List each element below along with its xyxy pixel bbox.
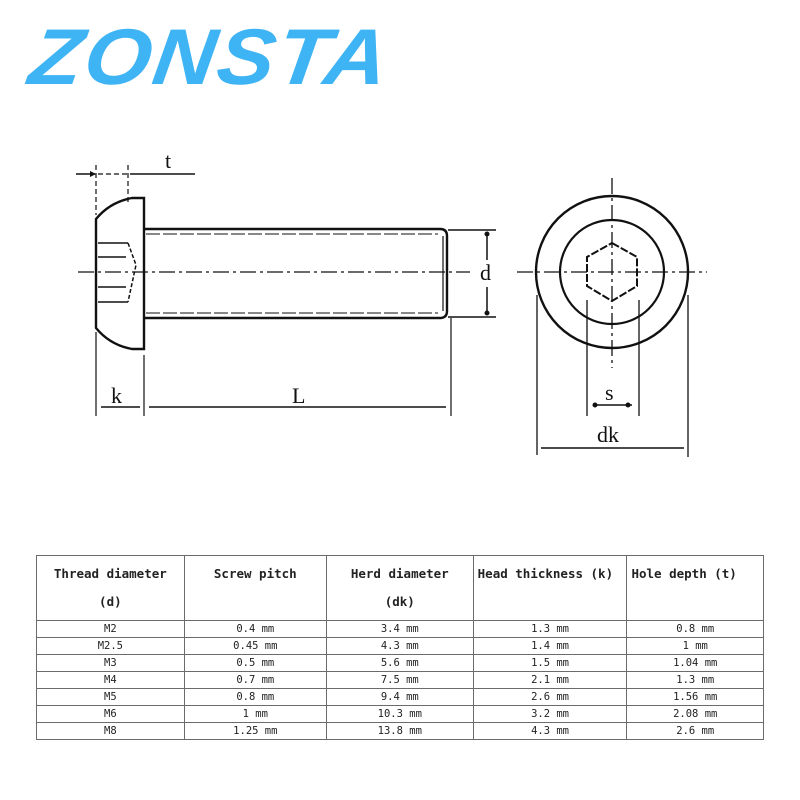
- cell-thread: M6: [36, 705, 185, 723]
- brand-logo: ZONSTA: [24, 13, 396, 102]
- end-view: [517, 178, 707, 457]
- cell-pitch: 0.7 mm: [183, 671, 327, 689]
- cell-pitch: 0.45 mm: [183, 637, 327, 655]
- cell-thread: M2: [36, 620, 185, 638]
- label-dk: dk: [597, 422, 619, 447]
- table-row: M4 0.7 mm 7.5 mm 2.1 mm 1.3 mm: [36, 671, 764, 689]
- cell-thread: M2.5: [36, 637, 185, 655]
- cell-head-diameter: 3.4 mm: [325, 620, 474, 638]
- table-row: M2.5 0.45 mm 4.3 mm 1.4 mm 1 mm: [36, 637, 764, 655]
- cell-hole-depth: 1.56 mm: [626, 688, 764, 706]
- table-row: M3 0.5 mm 5.6 mm 1.5 mm 1.04 mm: [36, 654, 764, 672]
- label-t: t: [165, 148, 171, 173]
- cell-head-thickness: 1.5 mm: [472, 654, 628, 672]
- cell-head-thickness: 2.6 mm: [472, 688, 628, 706]
- cell-hole-depth: 2.08 mm: [626, 705, 764, 723]
- screw-spec-table: Thread diameter(d) Screw pitch Herd diam…: [36, 555, 764, 740]
- label-s: s: [605, 380, 614, 405]
- screw-dimension-diagram: t d k L s dk: [76, 148, 707, 457]
- cell-thread: M5: [36, 688, 185, 706]
- table-row: M5 0.8 mm 9.4 mm 2.6 mm 1.56 mm: [36, 688, 764, 706]
- cell-thread: M4: [36, 671, 185, 689]
- header-screw-pitch: Screw pitch: [183, 555, 327, 621]
- cell-head-diameter: 7.5 mm: [325, 671, 474, 689]
- label-d: d: [480, 260, 491, 285]
- cell-pitch: 0.5 mm: [183, 654, 327, 672]
- header-head-diameter: Herd diameter(dk): [325, 555, 474, 621]
- cell-head-diameter: 10.3 mm: [325, 705, 474, 723]
- side-view-labels: t d k L: [111, 148, 491, 408]
- cell-head-diameter: 9.4 mm: [325, 688, 474, 706]
- cell-thread: M8: [36, 722, 185, 740]
- cell-hole-depth: 1.3 mm: [626, 671, 764, 689]
- cell-pitch: 0.4 mm: [183, 620, 327, 638]
- label-k: k: [111, 383, 122, 408]
- cell-hole-depth: 2.6 mm: [626, 722, 764, 740]
- cell-hole-depth: 0.8 mm: [626, 620, 764, 638]
- cell-head-thickness: 2.1 mm: [472, 671, 628, 689]
- cell-pitch: 1.25 mm: [183, 722, 327, 740]
- cell-head-diameter: 4.3 mm: [325, 637, 474, 655]
- technical-drawing: t d k L s dk: [0, 130, 800, 480]
- cell-head-diameter: 5.6 mm: [325, 654, 474, 672]
- header-head-thickness: Head thickness (k): [472, 555, 628, 621]
- header-thread-diameter: Thread diameter(d): [36, 555, 185, 621]
- cell-head-thickness: 1.3 mm: [472, 620, 628, 638]
- cell-thread: M3: [36, 654, 185, 672]
- table-row: M6 1 mm 10.3 mm 3.2 mm 2.08 mm: [36, 705, 764, 723]
- cell-pitch: 0.8 mm: [183, 688, 327, 706]
- cell-hole-depth: 1.04 mm: [626, 654, 764, 672]
- table-row: M8 1.25 mm 13.8 mm 4.3 mm 2.6 mm: [36, 722, 764, 740]
- cell-head-thickness: 3.2 mm: [472, 705, 628, 723]
- cell-hole-depth: 1 mm: [626, 637, 764, 655]
- cell-head-thickness: 4.3 mm: [472, 722, 628, 740]
- header-hole-depth: Hole depth (t): [626, 555, 764, 621]
- cell-pitch: 1 mm: [183, 705, 327, 723]
- cell-head-thickness: 1.4 mm: [472, 637, 628, 655]
- cell-head-diameter: 13.8 mm: [325, 722, 474, 740]
- table-row: M2 0.4 mm 3.4 mm 1.3 mm 0.8 mm: [36, 620, 764, 638]
- label-L: L: [292, 383, 305, 408]
- side-view: [76, 165, 496, 416]
- end-view-labels: s dk: [597, 380, 619, 447]
- table-header-row: Thread diameter(d) Screw pitch Herd diam…: [36, 555, 764, 621]
